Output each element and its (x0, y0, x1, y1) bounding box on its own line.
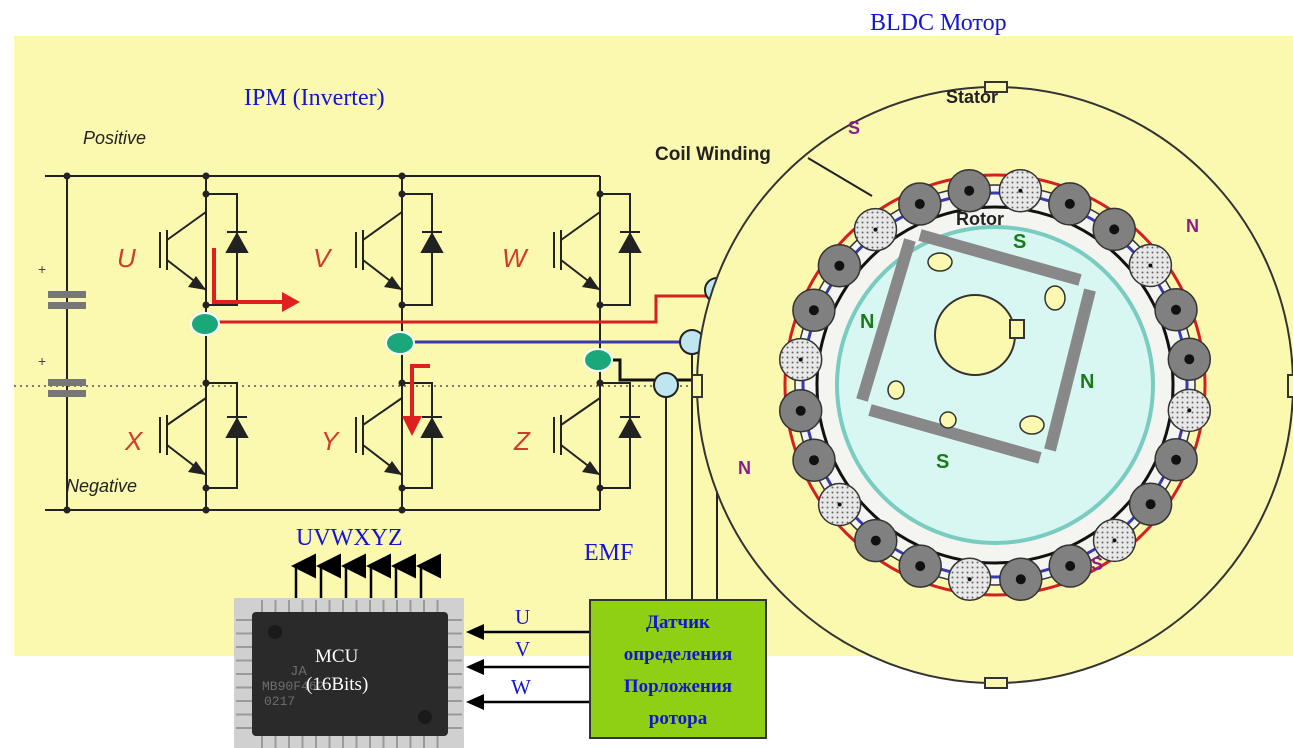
stator-coil-dot (798, 357, 803, 362)
stator-coil-dot (1015, 574, 1026, 585)
switch-label-w: W (502, 243, 529, 273)
current-arrowhead-right (282, 292, 300, 312)
rotor-pole-n-right: N (1080, 371, 1094, 393)
current-flow-arrows (212, 248, 430, 420)
stator-coil-dot (1109, 224, 1120, 235)
emf-label: EMF (584, 540, 633, 566)
stator-coil-dot (795, 405, 806, 416)
phase-w-node (583, 348, 613, 372)
phase-u-node (190, 312, 220, 336)
rotor-shaft (934, 294, 1016, 376)
svg-text:+: + (38, 353, 46, 369)
rotor-pole-n-left: N (860, 311, 874, 333)
stator-coil-dot (1112, 538, 1117, 543)
stator-pole-s-top: S (848, 118, 860, 138)
winding-ring-red (783, 173, 1207, 597)
bldc-motor (691, 81, 1293, 689)
mcu-chip-mark-1: JA (290, 664, 307, 680)
current-arrowhead-down (402, 416, 422, 436)
sensor-input-u: U (515, 605, 530, 629)
sensor-label-line1: Датчик (646, 612, 710, 633)
rotor-position-sensor-box (589, 599, 767, 739)
sensor-label-line2: определения (624, 644, 733, 665)
stator-coil-dot (964, 185, 975, 196)
coil-winding-pointer (807, 157, 873, 197)
stator-coil-dot (1171, 304, 1181, 315)
stator-coil-dot (1145, 499, 1156, 510)
stator-coil-dot (837, 502, 842, 507)
mcu-chip-mark-2: MB90F462 (262, 679, 324, 694)
phase-v-node (385, 331, 415, 355)
svg-text:+: + (38, 261, 46, 277)
mcu-outputs-label: UVWXYZ (296, 525, 403, 551)
stator-coil-dot (873, 227, 878, 232)
stator-coil-dot (1171, 454, 1182, 465)
positive-rail-label: Positive (83, 128, 146, 148)
switch-label-v: V (313, 243, 333, 273)
negative-rail-label: Negative (66, 476, 137, 496)
stator-coil-dot (808, 305, 819, 316)
sensor-to-mcu-arrows (482, 630, 590, 704)
rotor-pole-s-bottom: S (936, 451, 949, 473)
rotor-magnets (856, 229, 1096, 464)
stator-coil-dot (914, 199, 925, 209)
switch-label-x: X (124, 426, 144, 456)
coil-winding-label: Coil Winding (655, 144, 771, 165)
sensor-label-line4: ротора (649, 708, 708, 729)
stator-coil-dot (915, 561, 926, 572)
stator-coil-dot (809, 455, 819, 466)
freewheel-diodes (225, 231, 642, 438)
switch-label-y: Y (321, 426, 340, 456)
mcu-chip-mark-3: 0217 (264, 694, 295, 709)
stator-coil-dot (1064, 198, 1075, 209)
emitter-arrowheads (188, 276, 600, 475)
rotor-body (835, 225, 1155, 545)
stator-pole-n-right: N (1186, 216, 1199, 236)
ipm-title: IPM (Inverter) (244, 85, 385, 111)
stator-coils (778, 168, 1212, 602)
sensor-label-line3: Порложения (624, 676, 732, 697)
mcu-chip: JA MB90F462 0217 MCU (16Bits) (234, 598, 464, 748)
stator-coil-dot (1065, 561, 1076, 571)
stator-coil-dot (1148, 263, 1153, 268)
rotor-label: Rotor (956, 209, 1004, 229)
mcu-label-line1: MCU (315, 646, 359, 667)
dc-bus-capacitors: + + (38, 261, 86, 397)
junction-dots (63, 172, 604, 514)
winding-ring-blue (801, 191, 1189, 579)
emf-tap-w (653, 372, 679, 398)
winding-ring-black (815, 205, 1175, 565)
sensor-input-v: V (515, 637, 530, 661)
stator-coil-dot (1018, 188, 1023, 193)
motor-title: BLDC Мотор (870, 10, 1007, 36)
mcu-label-line2: (16Bits) (306, 674, 368, 695)
stator-label: Stator (946, 87, 998, 107)
stator-coil-dot (967, 577, 972, 582)
switch-label-z: Z (513, 426, 531, 456)
switch-label-u: U (117, 243, 136, 273)
transistor-symbols (159, 211, 601, 476)
stator-coil-dot (1184, 354, 1195, 365)
stator-pole-n-left: N (738, 458, 751, 478)
stator-coil-dot (1187, 408, 1192, 413)
rotor-pole-s-top: S (1013, 231, 1026, 253)
stator-coil-dot (870, 535, 881, 546)
mcu-output-arrows (291, 553, 441, 600)
stator-coil-dot (834, 260, 845, 271)
sensor-input-w: W (511, 675, 531, 699)
stator-pole-s-bottom: S (1091, 554, 1103, 574)
